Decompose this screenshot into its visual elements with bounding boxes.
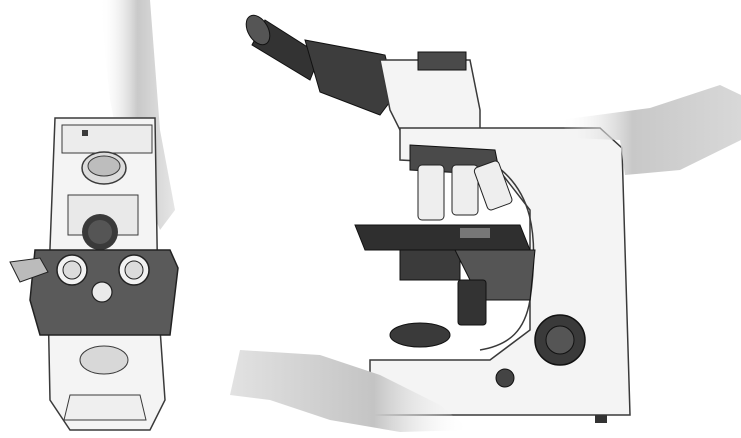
screw-icon: [82, 130, 88, 136]
microscope-top-view-icon: [0, 0, 190, 438]
eyepiece-icon: [241, 11, 395, 115]
power-switch-icon: [496, 369, 514, 387]
objective-icon: [92, 282, 112, 302]
light-disk-icon: [390, 323, 450, 347]
condenser-icon: [400, 250, 460, 280]
camera-port-icon: [418, 52, 466, 70]
microscope-side-view-icon: [230, 0, 741, 438]
condenser-icon: [80, 346, 128, 374]
microscope-arm-top: [62, 125, 152, 153]
microscope-side-view-image: [230, 0, 741, 438]
focus-knob-shaft-icon: [458, 280, 486, 325]
microscope-top-view-image: [0, 0, 190, 438]
stage-icon: [355, 225, 530, 250]
objectives-icon: [418, 160, 513, 220]
